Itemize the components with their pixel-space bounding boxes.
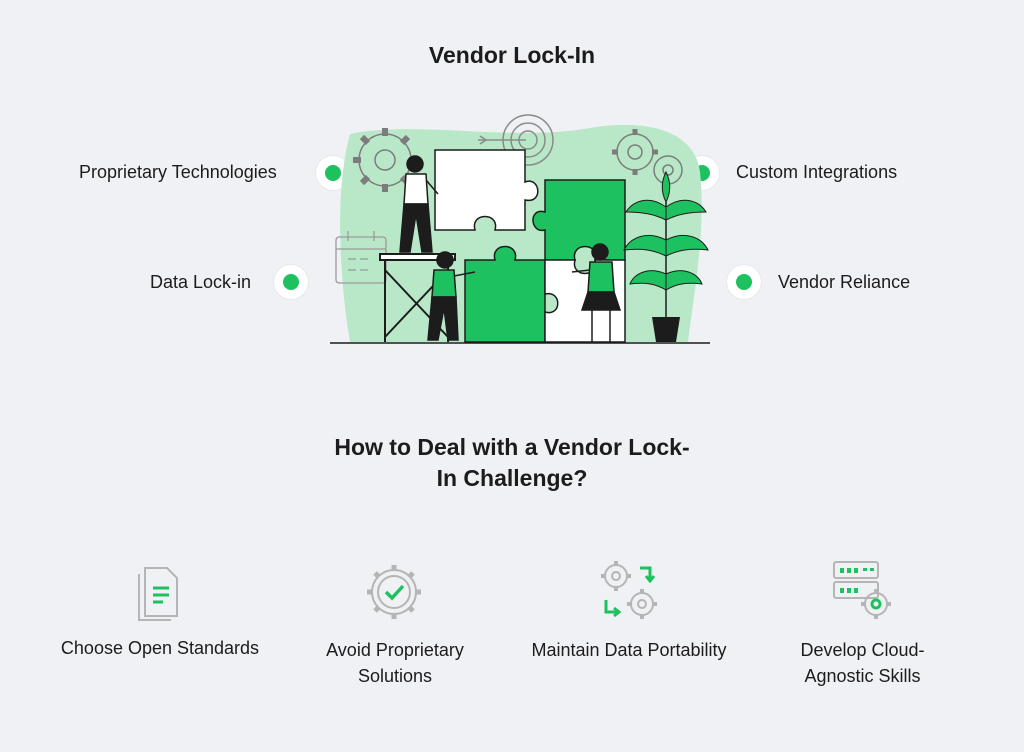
- document-icon: [138, 567, 178, 621]
- cause-custom-integrations: Custom Integrations: [736, 162, 898, 182]
- subtitle-line-1: How to Deal with a Vendor Lock-: [334, 434, 690, 460]
- cause-proprietary-technologies: Proprietary Technologies: [79, 162, 277, 182]
- step-maintain-data-portability: Maintain Data Portability: [531, 640, 727, 660]
- server-gear-icon: [833, 561, 891, 619]
- step-develop-cloud-agnostic-skills: Develop Cloud- Agnostic Skills: [760, 637, 965, 689]
- subtitle-line-2: In Challenge?: [436, 465, 588, 491]
- step-label-line: Avoid Proprietary: [326, 640, 464, 660]
- puzzle-team-illustration: [330, 114, 710, 344]
- page-title: Vendor Lock-In: [428, 42, 596, 68]
- gear-icon: [612, 129, 683, 185]
- step-avoid-proprietary-solutions: Avoid Proprietary Solutions: [290, 637, 500, 689]
- step-label-line: Agnostic Skills: [804, 666, 921, 686]
- cause-data-lock-in: Data Lock-in: [150, 272, 252, 292]
- cause-vendor-reliance: Vendor Reliance: [778, 272, 911, 292]
- gear-check-icon: [367, 565, 421, 619]
- gears-sync-icon: [601, 561, 657, 619]
- bullet-dot-icon: [274, 265, 308, 299]
- plant-icon: [623, 170, 709, 342]
- step-label-line: Solutions: [357, 666, 433, 686]
- step-label-line: Develop Cloud-: [800, 640, 925, 660]
- bullet-dot-icon: [727, 265, 761, 299]
- step-choose-open-standards: Choose Open Standards: [60, 638, 260, 658]
- section-subtitle: How to Deal with a Vendor Lock- In Chall…: [262, 432, 762, 494]
- target-icon: [478, 114, 554, 166]
